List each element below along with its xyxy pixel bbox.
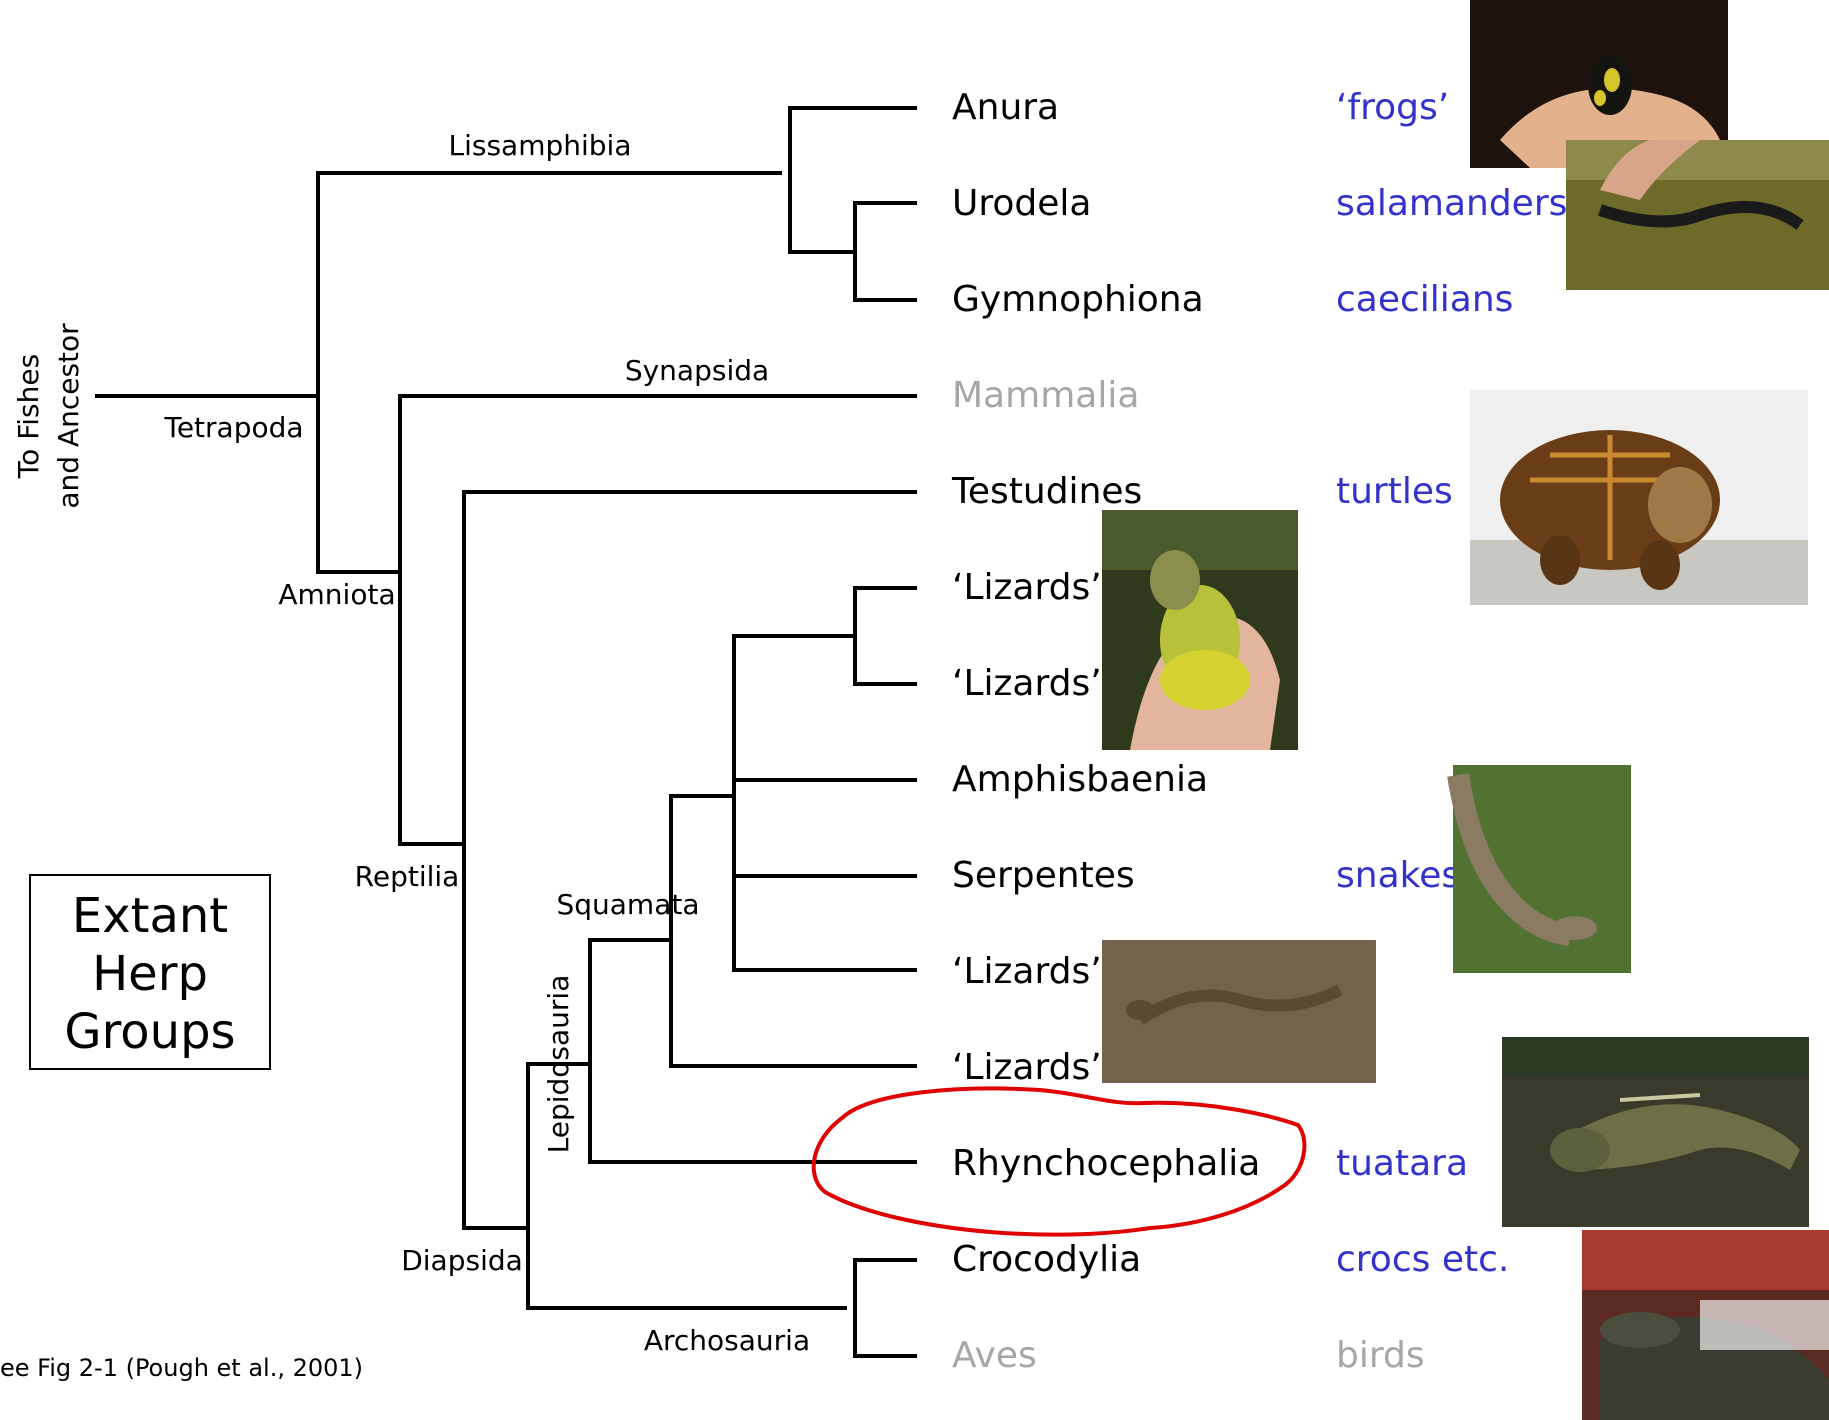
- tetrapoda-label: Tetrapoda: [163, 411, 303, 444]
- turtle-photo: [1470, 390, 1808, 605]
- box-line-2: Herp: [92, 946, 208, 1002]
- common-name: caecilians: [1336, 279, 1513, 320]
- box-line-3: Groups: [64, 1004, 235, 1060]
- citation: ee Fig 2-1 (Pough et al., 2001): [0, 1354, 363, 1382]
- common-name: salamanders: [1336, 183, 1567, 224]
- lizard-photo-1: [1102, 510, 1298, 750]
- taxon-name: ‘Lizards’: [952, 951, 1102, 992]
- lizard-photo-2: [1102, 940, 1376, 1083]
- lissamphibia-label: Lissamphibia: [449, 129, 632, 162]
- taxon-name: Testudines: [951, 471, 1142, 512]
- taxon-name: ‘Lizards’: [952, 1047, 1102, 1088]
- common-name: ‘frogs’: [1336, 87, 1449, 128]
- extant-herp-groups-box: Extant Herp Groups: [30, 875, 270, 1069]
- lepidosauria-label: Lepidosauria: [542, 975, 575, 1154]
- synapsida-label: Synapsida: [625, 354, 769, 387]
- common-name: tuatara: [1336, 1143, 1468, 1184]
- taxon-name: Urodela: [952, 183, 1091, 224]
- taxon-name: Gymnophiona: [952, 279, 1204, 320]
- crocodile-photo: [1582, 1230, 1829, 1420]
- archosauria-label: Archosauria: [644, 1324, 810, 1357]
- box-line-1: Extant: [72, 888, 228, 944]
- tuatara-photo: [1502, 1037, 1809, 1227]
- taxon-name: Aves: [952, 1335, 1037, 1376]
- taxon-name: Anura: [952, 87, 1059, 128]
- common-name: turtles: [1336, 471, 1453, 512]
- amniota-label: Amniota: [278, 578, 395, 611]
- diapsida-label: Diapsida: [401, 1244, 523, 1277]
- reptilia-label: Reptilia: [355, 860, 460, 893]
- common-name: snakes: [1336, 855, 1460, 896]
- root-label-line2: and Ancestor: [52, 323, 85, 509]
- salamander-photo: [1566, 140, 1829, 290]
- snake-photo: [1453, 765, 1631, 973]
- taxon-name: Amphisbaenia: [952, 759, 1208, 800]
- taxon-name: Mammalia: [952, 375, 1139, 416]
- taxon-name: Rhynchocephalia: [952, 1143, 1260, 1184]
- taxon-name: Crocodylia: [952, 1239, 1141, 1280]
- taxon-name: ‘Lizards’: [952, 663, 1102, 704]
- clade-labels: Lissamphibia Synapsida Tetrapoda Amniota…: [12, 129, 810, 1357]
- common-name: crocs etc.: [1336, 1239, 1509, 1280]
- cladogram-branches: [97, 108, 915, 1356]
- common-name: birds: [1336, 1335, 1425, 1376]
- squamata-label: Squamata: [556, 888, 699, 921]
- root-label-line1: To Fishes: [12, 354, 45, 479]
- taxon-name: Serpentes: [952, 855, 1135, 896]
- taxon-name: ‘Lizards’: [952, 567, 1102, 608]
